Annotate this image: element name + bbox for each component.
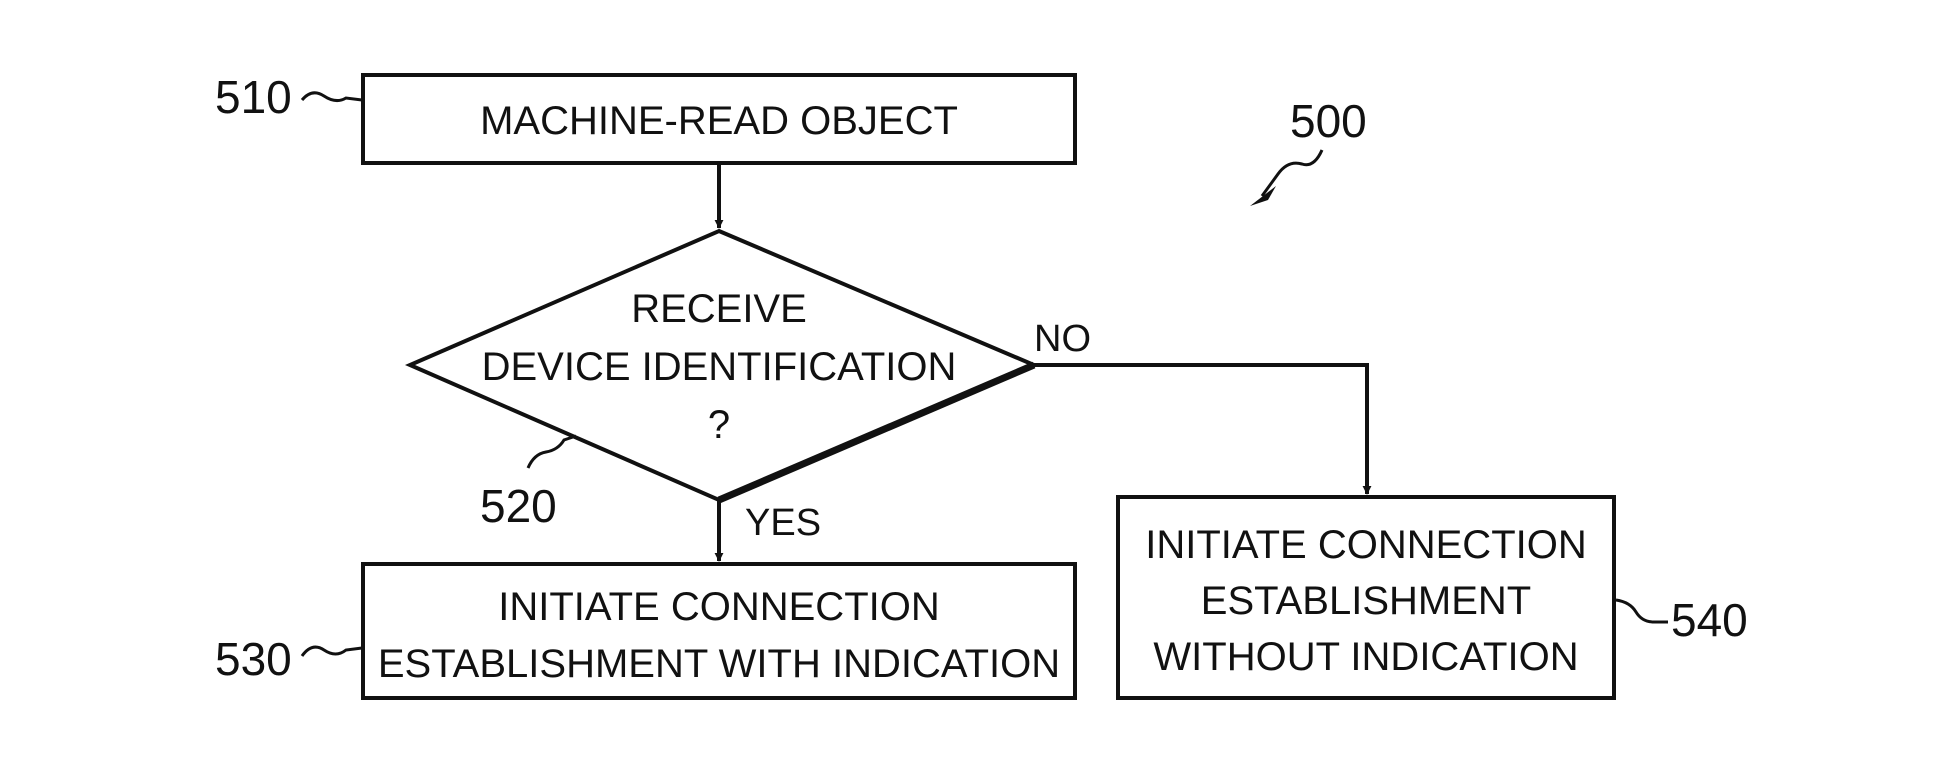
without-indication-label-line-3: WITHOUT INDICATION: [1153, 635, 1578, 679]
ref-510: 510: [215, 71, 292, 123]
step-530-group: INITIATE CONNECTION ESTABLISHMENT WITH I…: [215, 564, 1075, 698]
decision-label-line-2: DEVICE IDENTIFICATION: [482, 345, 957, 389]
leader-530: [302, 647, 362, 656]
ref-540: 540: [1671, 594, 1748, 646]
step-540-group: INITIATE CONNECTION ESTABLISHMENT WITHOU…: [1118, 497, 1748, 698]
arrow-520-to-540: [1034, 365, 1367, 494]
no-branch-label: NO: [1034, 318, 1091, 360]
leader-510: [302, 93, 362, 101]
leader-520: [528, 436, 576, 468]
with-indication-label-line-1: INITIATE CONNECTION: [498, 585, 939, 629]
decision-label-line-1: RECEIVE: [631, 287, 807, 331]
figure-pointer-arrow: [1262, 150, 1322, 196]
ref-530: 530: [215, 633, 292, 685]
leader-540: [1616, 600, 1668, 622]
with-indication-label-line-2: ESTABLISHMENT WITH INDICATION: [378, 642, 1060, 686]
yes-branch-label: YES: [745, 502, 821, 544]
decision-label-line-3: ?: [708, 403, 730, 447]
without-indication-label-line-2: ESTABLISHMENT: [1201, 579, 1531, 623]
step-510-group: MACHINE-READ OBJECT 510: [215, 71, 1075, 163]
ref-520: 520: [480, 480, 557, 532]
machine-read-label: MACHINE-READ OBJECT: [480, 99, 958, 143]
figure-pointer-arrowhead: [1250, 186, 1276, 206]
step-520-group: RECEIVE DEVICE IDENTIFICATION ? 520: [410, 231, 1034, 532]
figure-number: 500: [1290, 95, 1367, 147]
without-indication-label-line-1: INITIATE CONNECTION: [1145, 523, 1586, 567]
